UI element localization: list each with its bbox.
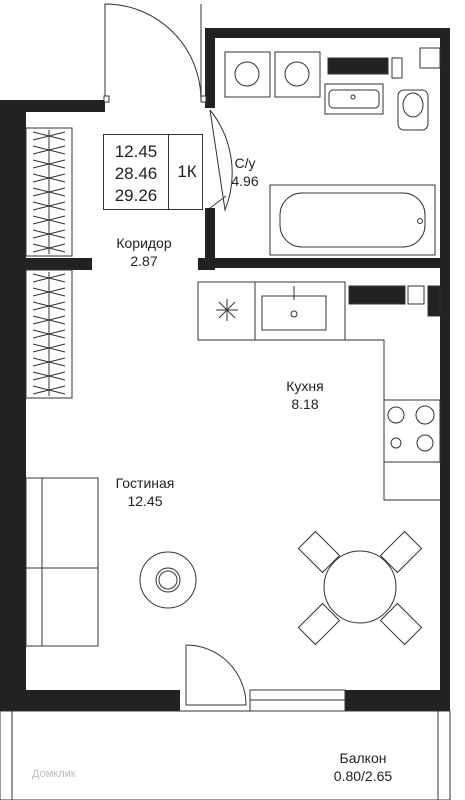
washing-machine-1-drum: [234, 61, 260, 87]
summary-values: 12.45 28.46 29.26: [104, 141, 168, 207]
chair-4: [379, 602, 423, 646]
bathroom-shelf: [327, 57, 389, 75]
chair-3: [297, 602, 341, 646]
bathtub-drain: [417, 218, 423, 224]
cooktop: [383, 399, 441, 463]
chair-2: [379, 530, 423, 574]
hanger-mark: [32, 301, 66, 311]
washing-machine-2-drum: [284, 61, 310, 87]
kitchen-counter: [198, 281, 440, 501]
wall-right: [440, 28, 450, 711]
kitchen-sink: [261, 295, 327, 331]
total-with-balcony-value: 29.26: [114, 186, 158, 205]
washing-machine-2: [274, 51, 321, 98]
apartment-type: 1К: [168, 135, 205, 209]
bathroom-area: 4.96: [231, 172, 259, 189]
washing-machine-1: [224, 51, 271, 98]
rug-center: [155, 567, 181, 593]
entrance-door-jamb-left: [103, 95, 110, 103]
hanger-mark: [32, 385, 66, 395]
kitchen-label: Кухня 8.18: [270, 378, 340, 413]
kitchen-sink-drain: [290, 310, 298, 318]
corridor-area: 2.87: [130, 252, 158, 269]
wall-top-left: [0, 100, 105, 112]
living-name: Гостиная: [115, 475, 175, 491]
chair-1: [297, 530, 341, 574]
apartment-summary-box: 12.45 28.46 29.26 1К: [103, 134, 203, 210]
living-wardrobe: [25, 269, 73, 399]
total-area-value: 28.46: [114, 164, 158, 183]
bathroom-name: С/у: [234, 155, 256, 171]
wall-top-bathroom: [205, 28, 450, 38]
bathroom-label: С/у 4.96: [220, 155, 270, 190]
hanger-mark: [32, 329, 66, 339]
corridor-wardrobe: [25, 127, 73, 257]
toilet-tank: [397, 89, 429, 131]
hanger-mark: [32, 145, 66, 155]
rug-inner: [158, 570, 178, 590]
bathroom-shelf-2: [391, 57, 403, 79]
burner-2: [415, 405, 435, 425]
balcony-outline: [0, 710, 451, 800]
wall-bottom-right: [345, 690, 450, 711]
living-area: 12.45: [127, 492, 163, 509]
burner-1: [387, 406, 405, 424]
balcony-name: Балкон: [339, 750, 387, 766]
balcony-area: 0.80/2.65: [333, 767, 393, 784]
hanger-mark: [32, 215, 66, 225]
hanger-mark: [32, 273, 66, 283]
living-area-value: 12.45: [114, 142, 158, 161]
burner-4: [416, 434, 434, 452]
corridor-label: Коридор 2.87: [104, 235, 184, 270]
hanger-mark: [32, 131, 66, 141]
wall-corridor-right: [198, 258, 215, 270]
hanger-mark: [32, 243, 66, 253]
bathtub-inner: [279, 192, 426, 248]
wall-bathroom-left-top: [205, 28, 215, 108]
hanger-mark: [32, 201, 66, 211]
kitchen-wall-unit-2: [407, 285, 425, 305]
watermark-logo: Домклик: [32, 768, 76, 780]
hanger-mark: [32, 287, 66, 297]
wall-bathroom-bottom: [205, 258, 450, 268]
wall-left: [0, 100, 26, 711]
bathtub: [269, 184, 436, 256]
kitchen-appliance-box: [197, 281, 256, 341]
sofa: [25, 477, 99, 647]
bathroom-door-leaf: [209, 195, 227, 209]
toilet-bowl: [402, 92, 424, 118]
hanger-mark: [32, 187, 66, 197]
kitchen-wall-unit-3: [427, 285, 441, 317]
kitchen-name: Кухня: [286, 378, 324, 394]
burner-3: [390, 437, 402, 449]
wall-corridor-left: [0, 258, 92, 270]
hanger-mark: [32, 357, 66, 367]
hanger-mark: [32, 371, 66, 381]
hanger-mark: [32, 315, 66, 325]
hanger-mark: [32, 159, 66, 169]
dining-table: [323, 550, 397, 624]
wall-bottom-left: [0, 690, 180, 711]
corridor-name: Коридор: [116, 235, 172, 251]
hanger-mark: [32, 229, 66, 239]
living-label: Гостиная 12.45: [105, 475, 185, 510]
hanger-mark: [32, 173, 66, 183]
bathroom-sink-faucet: [350, 94, 356, 100]
bathroom-sink: [324, 83, 384, 115]
hanger-mark: [32, 343, 66, 353]
entrance-door-jamb-right: [200, 95, 207, 103]
bathroom-sink-basin: [328, 89, 380, 109]
rug: [139, 551, 197, 609]
wall-bathroom-left-bottom: [205, 208, 215, 268]
kitchen-area: 8.18: [291, 395, 319, 412]
bathroom-corner-box: [419, 47, 441, 69]
balcony-label: Балкон 0.80/2.65: [308, 750, 418, 785]
kitchen-wall-unit: [348, 285, 406, 305]
fridge-icon: [216, 299, 238, 321]
bathroom-door-swing: [209, 109, 233, 212]
entrance-door-swing: [104, 3, 202, 101]
wardrobe-hangers: [32, 131, 66, 395]
balcony-door-swing: [185, 644, 247, 706]
